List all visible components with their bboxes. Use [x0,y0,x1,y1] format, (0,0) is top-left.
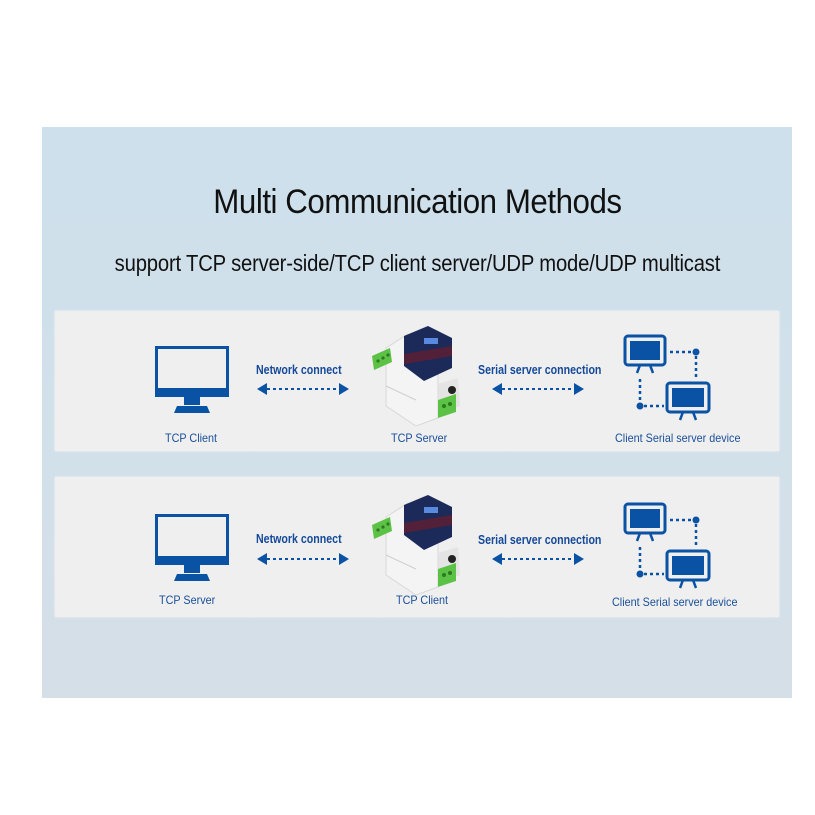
page-title: Multi Communication Methods [213,183,622,221]
double-arrow-dashed-icon [257,553,349,565]
right-link-label: Serial server connection [478,363,602,377]
serial-server-device-icon [372,326,460,426]
double-arrow-dashed-icon [492,553,584,565]
diagram-card-tcp-server-mode: TCP Client Network connect TCP Server Se… [55,311,779,451]
left-node-label: TCP Client [165,431,218,445]
right-node-label: Client Serial server device [612,595,738,609]
left-node-label: TCP Server [159,593,216,607]
double-arrow-dashed-icon [257,383,349,395]
networked-monitors-icon [623,502,711,589]
center-node-label: TCP Server [391,431,448,445]
page-subtitle: support TCP server-side/TCP client serve… [114,250,721,276]
serial-server-device-icon [372,495,460,595]
right-link-label: Serial server connection [478,533,602,547]
left-link-label: Network connect [256,532,342,546]
center-node-label: TCP Client [396,593,449,607]
networked-monitors-icon [623,334,711,421]
left-link-label: Network connect [256,363,342,377]
monitor-icon [155,346,229,413]
diagram-card-tcp-client-mode: TCP Server Network connect TCP Client Se… [55,477,779,617]
right-node-label: Client Serial server device [615,431,741,445]
monitor-icon [155,514,229,581]
double-arrow-dashed-icon [492,383,584,395]
